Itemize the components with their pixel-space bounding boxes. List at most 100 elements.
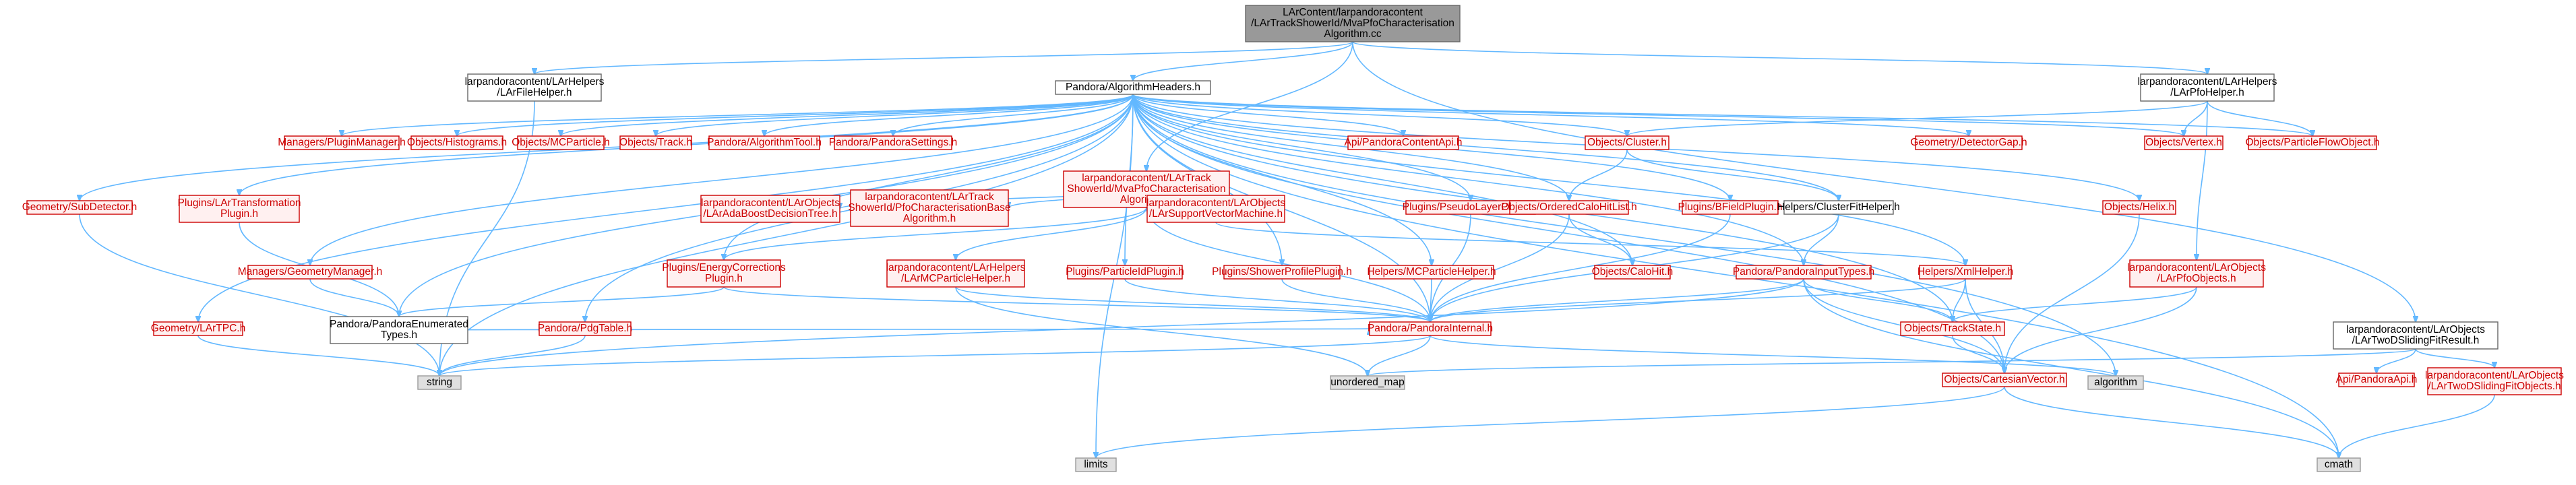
node-box <box>1919 265 2012 280</box>
edge-showerProfile-to-pandoraInternal <box>1281 278 1430 322</box>
node-string[interactable]: string <box>417 375 462 390</box>
edge-cluster-to-clusterFit <box>1626 149 1839 201</box>
node-box <box>417 375 462 390</box>
node-fileHelper[interactable]: larpandoracontent/LArHelpers/LArFileHelp… <box>465 73 605 102</box>
edge-twoDSliding-to-unorderedMap <box>1368 348 2416 376</box>
edge-algoHeaders-to-caloHit <box>1132 94 1632 265</box>
node-pfParticlePlugin[interactable]: Plugins/ParticleIdPlugin.h <box>1066 265 1184 280</box>
node-box <box>834 135 952 150</box>
node-label: Geometry/DetectorGap.h <box>1910 137 2027 148</box>
edge-pfoHelper-to-larPfoObjects <box>2197 100 2208 260</box>
node-cmath[interactable]: cmath <box>2317 457 2361 472</box>
node-caloHit[interactable]: Objects/CaloHit.h <box>1592 265 1674 280</box>
node-histograms[interactable]: Objects/Histograms.h <box>407 135 507 150</box>
node-label: Helpers/ClusterFitHelper.h <box>1777 201 1900 213</box>
edge-cluster-to-orderedCalo <box>1569 149 1628 201</box>
node-label: /LArSupportVectorMachine.h <box>1149 208 1283 220</box>
node-cartesian[interactable]: Objects/CartesianVector.h <box>1942 373 2067 387</box>
node-label: Pandora/PdgTable.h <box>538 323 632 334</box>
node-box <box>1736 265 1872 280</box>
node-box <box>619 135 692 150</box>
node-trackState[interactable]: Objects/TrackState.h <box>1900 321 2005 336</box>
node-box <box>1146 195 1285 223</box>
node-root[interactable]: LArContent/larpandoracontent/LArTrackSho… <box>1245 5 1461 42</box>
node-pluginMgr[interactable]: Managers/PluginManager.h <box>278 135 406 150</box>
node-subDetector[interactable]: Geometry/SubDetector.h <box>22 200 137 215</box>
node-box <box>2427 367 2562 395</box>
node-box <box>667 259 781 288</box>
node-label: LArContent/larpandoracontent <box>1283 7 1423 18</box>
node-helix[interactable]: Objects/Helix.h <box>2102 200 2176 215</box>
node-xmlHelper[interactable]: Helpers/XmlHelper.h <box>1918 265 2013 280</box>
node-bField[interactable]: Plugins/BFieldPlugin.h <box>1678 200 1783 215</box>
node-label: /LArTrackShowerId/MvaPfoCharacterisation <box>1251 18 1454 29</box>
node-limits[interactable]: limits <box>1075 457 1117 472</box>
node-label: Objects/ParticleFlowObject.h <box>2246 137 2380 148</box>
node-label: /LArTwoDSlidingFitResult.h <box>2352 335 2480 346</box>
node-label: Geometry/SubDetector.h <box>22 201 137 213</box>
node-larPfoObjects[interactable]: larpandoracontent/LArObjects/LArPfoObjec… <box>2127 259 2266 288</box>
node-larMCHelper[interactable]: larpandoracontent/LArHelpers/LArMCPartic… <box>886 259 1026 288</box>
node-svm[interactable]: larpandoracontent/LArObjects/LArSupportV… <box>1146 195 1285 223</box>
node-algorithm[interactable]: algorithm <box>2087 375 2144 390</box>
node-algoHeaders[interactable]: Pandora/AlgorithmHeaders.h <box>1055 80 1211 95</box>
node-adaBoost[interactable]: larpandoracontent/LArObjects/LArAdaBoost… <box>700 195 840 223</box>
node-box <box>2102 200 2176 215</box>
node-mvaAlgH[interactable]: larpandoracontent/LArTrackShowerId/MvaPf… <box>1063 170 1230 208</box>
node-pandoraSettings[interactable]: Pandora/PandoraSettings.h <box>829 135 957 150</box>
node-pandoraInternal[interactable]: Pandora/PandoraInternal.h <box>1368 321 1493 336</box>
node-label: larpandoracontent/LArObjects <box>2127 262 2266 273</box>
node-pandoraApi[interactable]: Api/PandoraApi.h <box>2336 373 2418 387</box>
node-track[interactable]: Objects/Track.h <box>619 135 692 150</box>
node-label: larpandoracontent/LArHelpers <box>2138 76 2277 88</box>
node-mcHelper[interactable]: Helpers/MCParticleHelper.h <box>1367 265 1496 280</box>
node-unorderedMap[interactable]: unordered_map <box>1330 375 1405 390</box>
node-vertex[interactable]: Objects/Vertex.h <box>2144 135 2224 150</box>
edge-svm-to-xmlHelper <box>1215 222 1965 265</box>
node-label: Pandora/PandoraEnumerated <box>330 319 468 330</box>
node-label: Objects/CartesianVector.h <box>1944 374 2064 385</box>
edge-geomMgr-to-enumTypes <box>309 278 399 317</box>
node-label: Objects/CaloHit.h <box>1592 266 1674 278</box>
node-pdgTable[interactable]: Pandora/PdgTable.h <box>538 321 632 336</box>
edge-algoHeaders-to-histograms <box>457 94 1134 136</box>
edge-pandoraInternal-to-algorithm <box>1430 335 2116 376</box>
edge-pfoHelper-to-cluster <box>1627 100 2208 136</box>
node-inputTypes[interactable]: Pandora/PandoraInputTypes.h <box>1733 265 1874 280</box>
node-label: Objects/Histograms.h <box>407 137 507 148</box>
edge-root-to-algoHeaders <box>1133 41 1353 81</box>
node-geomMgr[interactable]: Managers/GeometryManager.h <box>238 265 383 280</box>
node-box <box>26 200 133 215</box>
node-mcParticle[interactable]: Objects/MCParticle.h <box>512 135 610 150</box>
edge-algoHeaders-to-algoTool <box>764 94 1134 136</box>
node-pfoHelper[interactable]: larpandoracontent/LArHelpers/LArPfoHelpe… <box>2138 73 2277 102</box>
node-orderedCalo[interactable]: Objects/OrderedCaloHitList.h <box>1501 200 1637 215</box>
edge-trackState-to-cartesian <box>1952 335 2004 373</box>
node-box <box>850 189 1009 227</box>
node-contentApi[interactable]: Api/PandoraContentApi.h <box>1345 135 1463 150</box>
node-larTPC[interactable]: Geometry/LArTPC.h <box>151 321 245 336</box>
node-box <box>1067 265 1183 280</box>
node-pfoCharBase[interactable]: larpandoracontent/LArTrackShowerId/PfoCh… <box>848 189 1011 227</box>
node-pfo[interactable]: Objects/ParticleFlowObject.h <box>2246 135 2380 150</box>
node-algoTool[interactable]: Pandora/AlgorithmTool.h <box>707 135 822 150</box>
node-detectorGap[interactable]: Geometry/DetectorGap.h <box>1910 135 2027 150</box>
node-label: /LArFileHelper.h <box>497 87 572 98</box>
node-label: larpandoracontent/LArHelpers <box>465 76 605 88</box>
node-box <box>539 321 632 336</box>
node-twoDSlidingObjs[interactable]: larpandoracontent/LArObjects/LArTwoDSlid… <box>2425 367 2564 395</box>
node-clusterFit[interactable]: Helpers/ClusterFitHelper.h <box>1777 200 1900 215</box>
node-box <box>2144 135 2224 150</box>
node-label: /LArTwoDSlidingFitObjects.h <box>2428 381 2560 392</box>
node-label: Api/PandoraApi.h <box>2336 374 2418 385</box>
node-box <box>467 73 602 102</box>
node-cluster[interactable]: Objects/Cluster.h <box>1585 135 1669 150</box>
node-twoDSliding[interactable]: larpandoracontent/LArObjects/LArTwoDSlid… <box>2333 321 2498 350</box>
node-label: /LArPfoHelper.h <box>2170 87 2244 98</box>
node-box <box>2248 135 2377 150</box>
node-showerProfile[interactable]: Plugins/ShowerProfilePlugin.h <box>1212 265 1352 280</box>
node-box <box>153 321 243 336</box>
